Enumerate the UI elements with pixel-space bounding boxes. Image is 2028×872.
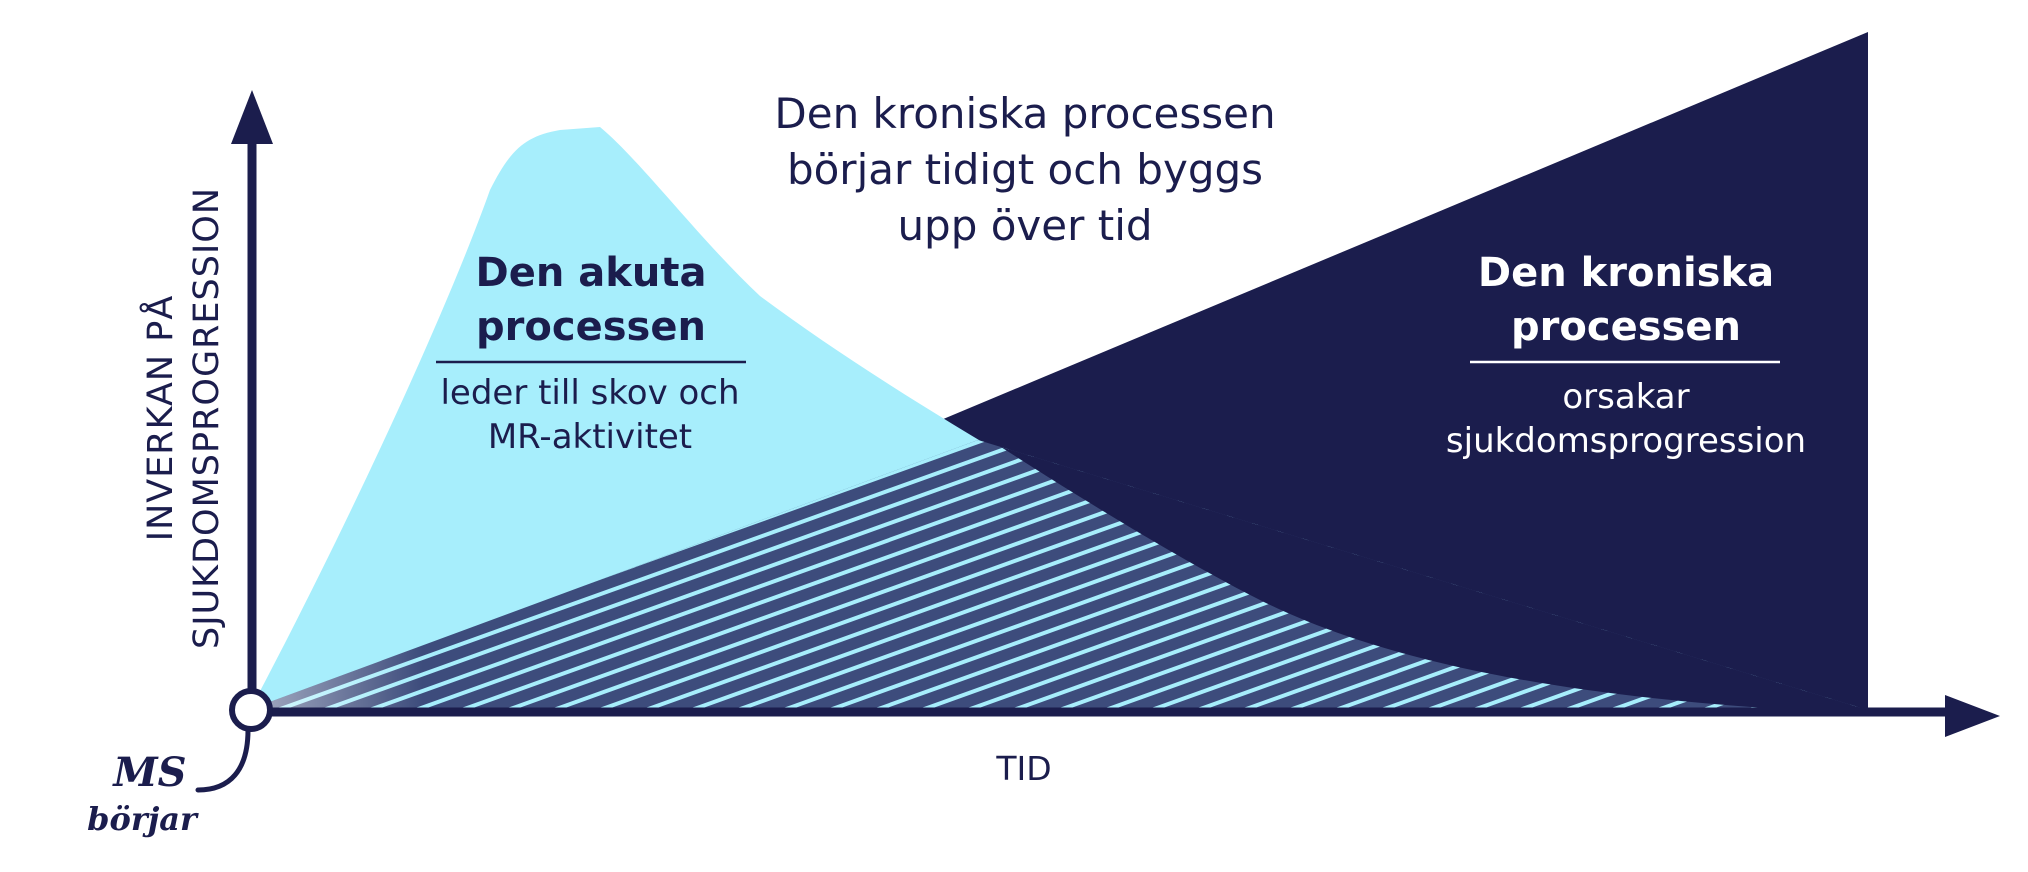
ms-onset-label-line1: MS <box>111 749 186 796</box>
chronic-description-line1: orsakar <box>1562 377 1689 417</box>
acute-title-line2: processen <box>476 304 706 350</box>
y-axis-arrow <box>231 90 273 144</box>
x-axis-label: TID <box>995 749 1051 788</box>
center-text-line2: börjar tidigt och byggs <box>787 145 1263 194</box>
acute-description-line2: MR-aktivitet <box>488 417 692 457</box>
acute-title-line1: Den akuta <box>476 250 707 296</box>
center-text-line1: Den kroniska processen <box>774 89 1275 138</box>
x-axis-arrow <box>1945 695 2000 737</box>
y-axis-label-line2: SJUKDOMSPROGRESSION <box>187 187 227 649</box>
y-axis-label-line1: INVERKAN PÅ <box>138 295 181 542</box>
acute-description-line1: leder till skov och <box>440 373 739 413</box>
ms-onset-label-line2: börjar <box>87 800 199 838</box>
origin-connector <box>195 727 251 793</box>
chronic-title-line2: processen <box>1511 304 1741 350</box>
hatch-stripe <box>1882 432 2028 712</box>
origin-marker <box>229 688 273 732</box>
chronic-description-line2: sjukdomsprogression <box>1446 421 1806 461</box>
center-text-line3: upp över tid <box>897 201 1152 250</box>
chronic-title-line1: Den kroniska <box>1478 250 1774 296</box>
